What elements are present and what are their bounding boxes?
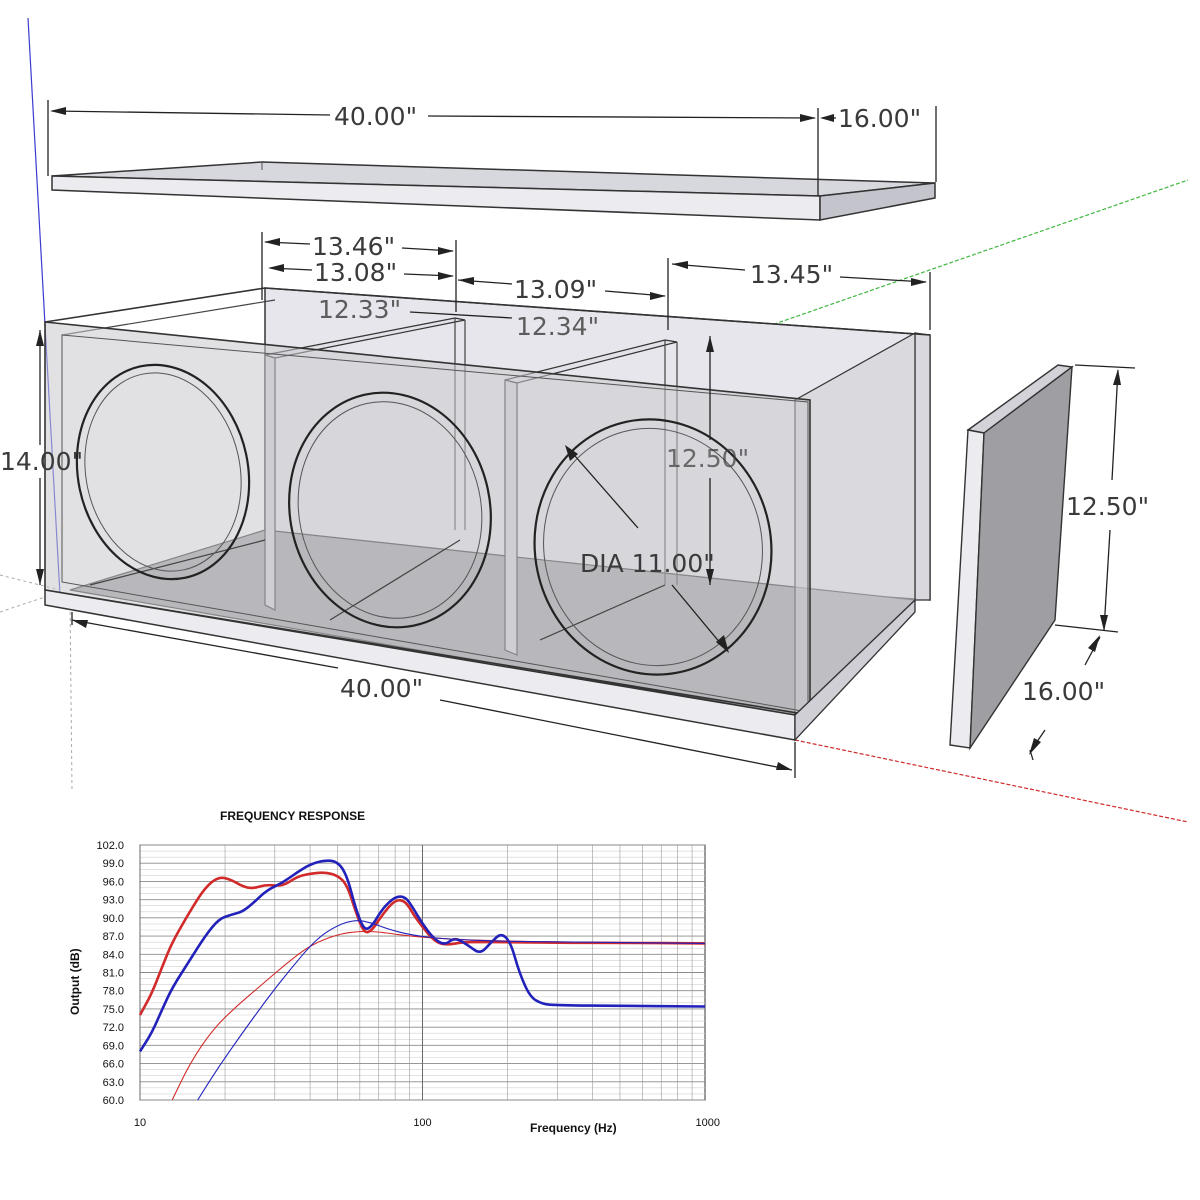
y-tick-label: 87.0 (103, 931, 124, 943)
outer-width-1-label: 13.46" (312, 232, 395, 261)
inner-height-label: 12.50" (666, 444, 749, 473)
chamber-dimensions: 13.46" 13.08" 13.09" 13.45" 12.33" 12.34… (261, 232, 931, 341)
chart-grid (139, 844, 705, 1101)
side-height-label: 12.50" (1066, 492, 1149, 521)
top-length-label: 40.00" (334, 102, 417, 131)
speaker-hole-1 (75, 363, 251, 581)
box-length-label: 40.00" (340, 674, 423, 703)
x-tick-label: 10 (134, 1117, 146, 1129)
inner-2-label: 12.34" (516, 312, 599, 341)
y-axis-label: Output (dB) (68, 948, 82, 1015)
box-length-dimension: 40.00" (71, 612, 796, 778)
y-tick-label: 60.0 (103, 1095, 124, 1107)
y-tick-label: 81.0 (103, 968, 124, 980)
series-line-4 (197, 920, 706, 1101)
enclosure-box (44, 287, 931, 742)
side-depth-label: 16.00" (1022, 677, 1105, 706)
axis-guide (0, 574, 61, 591)
series-line-2 (138, 859, 706, 1053)
side-panel (949, 364, 1074, 751)
y-tick-labels: 102.0 99.0 96.0 93.0 90.0 87.0 84.0 81.0 78.0 75.… (96, 840, 124, 1107)
hole-diameter-label: DIA 11.00" (580, 549, 715, 578)
y-tick-label: 75.0 (103, 1004, 124, 1016)
box-height-label: 14.00" (0, 447, 83, 476)
y-tick-label: 78.0 (103, 986, 124, 998)
box-height-dimension: 14.00" (0, 330, 83, 585)
y-tick-label: 69.0 (103, 1040, 124, 1052)
y-tick-label: 93.0 (103, 895, 124, 907)
axis-guide (69, 599, 73, 791)
series-line-1 (138, 871, 706, 1016)
x-axis-label: Frequency (Hz) (530, 1121, 617, 1135)
y-tick-label: 96.0 (103, 876, 124, 888)
chamber-2-label: 13.09" (514, 275, 597, 304)
axis-red (794, 739, 1189, 823)
inner-height-dimension: 12.50" (666, 336, 749, 585)
speaker-hole-2 (288, 391, 492, 629)
axis-guide (0, 591, 61, 613)
y-tick-label: 63.0 (103, 1077, 124, 1089)
chart-title: FREQUENCY RESPONSE (220, 809, 365, 823)
top-depth-dimension: 16.00" (820, 104, 937, 182)
top-depth-label: 16.00" (838, 104, 921, 133)
chamber-1-label: 13.08" (314, 258, 397, 287)
y-tick-label: 66.0 (103, 1059, 124, 1071)
x-tick-label: 100 (413, 1117, 431, 1129)
y-tick-label: 72.0 (103, 1022, 124, 1034)
y-tick-label: 84.0 (103, 949, 124, 961)
top-length-dimension: 40.00" (47, 100, 819, 196)
speaker-hole-3 (533, 418, 773, 676)
axis-green (699, 179, 1189, 351)
frequency-response-chart: FREQUENCY RESPONSE Output (dB) Frequency… (68, 809, 720, 1135)
chart-series (138, 859, 706, 1101)
outer-width-3-label: 13.45" (750, 260, 833, 289)
y-tick-label: 102.0 (96, 840, 124, 852)
y-tick-label: 90.0 (103, 913, 124, 925)
side-depth-dimension: 16.00" (1022, 635, 1105, 761)
side-height-dimension: 12.50" (1054, 364, 1149, 633)
y-tick-label: 99.0 (103, 858, 124, 870)
inner-1-label: 12.33" (318, 295, 401, 324)
x-tick-label: 1000 (696, 1117, 720, 1129)
top-panel (51, 161, 936, 221)
x-tick-labels: 10 100 1000 (134, 1117, 720, 1129)
